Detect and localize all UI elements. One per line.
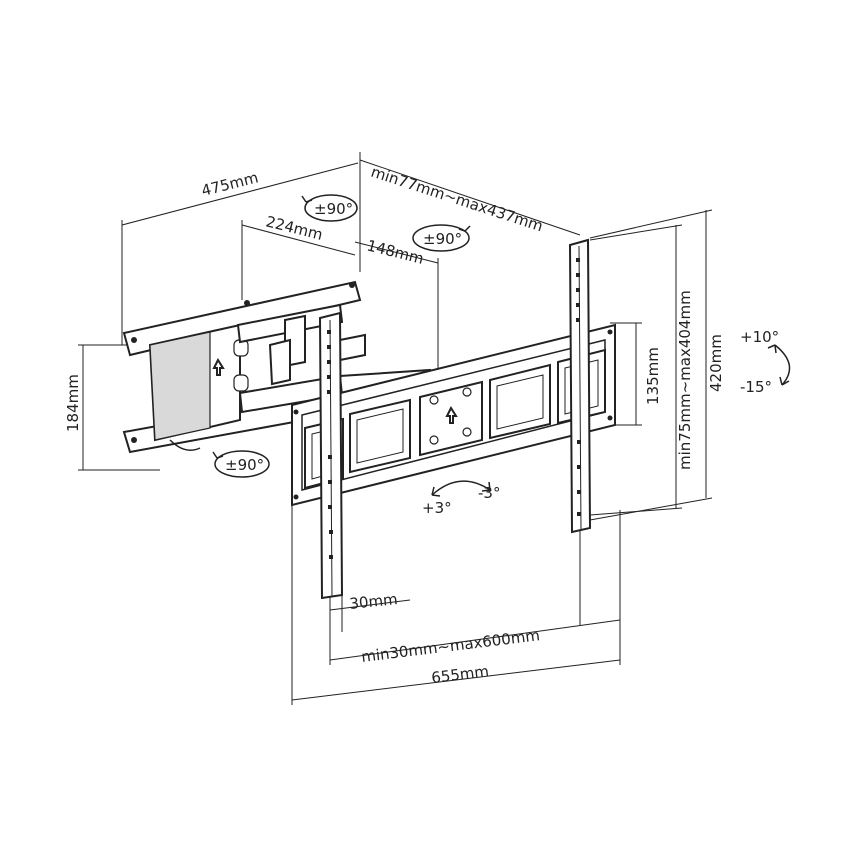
arm-total-label: 475mm	[200, 168, 260, 199]
swivel-bottom-label: ±90°	[225, 456, 264, 474]
up-arrow-icon	[445, 405, 458, 424]
overall-width-label: 655mm	[430, 662, 490, 687]
bracket-holes	[576, 258, 581, 516]
level-minus-label: -3°	[478, 484, 500, 502]
vertical-range-label: min75mm~max404mm	[676, 290, 694, 470]
horizontal-range-label: min30mm~max600mm	[360, 626, 541, 666]
swivel-top-label: ±90°	[314, 200, 353, 218]
arm-joint-label: 148mm	[365, 236, 425, 267]
overall-height-label: 420mm	[707, 334, 725, 392]
swing-arms	[236, 303, 431, 414]
bracket-holes	[327, 330, 333, 559]
tilt-down-label: -15°	[740, 378, 772, 396]
tilt-up-label: +10°	[740, 328, 779, 346]
level-plus-label: +3°	[422, 499, 452, 517]
dimension-lines	[78, 152, 713, 705]
rotate-icon-swivel-mid: ±90°	[412, 224, 471, 252]
wall-plate-height-label: 184mm	[64, 374, 82, 432]
tilt-arrow-icon	[767, 344, 791, 386]
angle-labels: +10° -15° +3° -3°	[422, 328, 779, 517]
swivel-mid-label: ±90°	[423, 230, 462, 248]
level-arrow-icon	[431, 480, 491, 497]
panel-height-label: 135mm	[644, 347, 662, 405]
depth-label: min77mm~max437mm	[369, 163, 545, 236]
up-arrow-icon	[212, 357, 225, 376]
wall-plate	[122, 280, 362, 454]
rotate-icon-swivel-bottom: ±90°	[212, 450, 270, 478]
left-vertical-bracket	[318, 311, 344, 600]
right-vertical-bracket	[568, 238, 592, 534]
bar-width-label: 30mm	[349, 590, 399, 613]
rotate-icon-swivel-top: ±90°	[301, 194, 358, 222]
